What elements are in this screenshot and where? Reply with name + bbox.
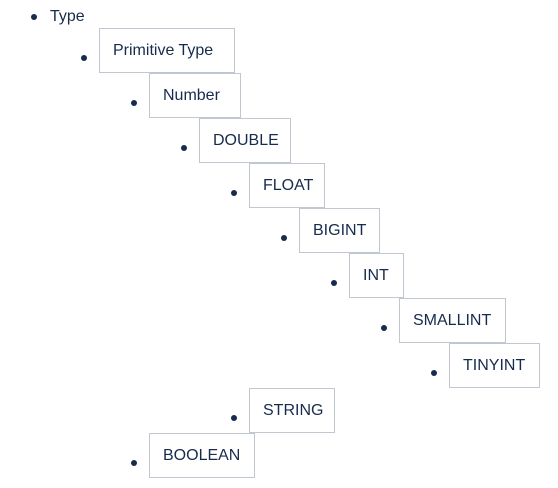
node-string: STRING (249, 388, 335, 433)
node-tinyint: TINYINT (449, 343, 540, 388)
bullet-boolean (131, 460, 137, 466)
bullet-float (231, 190, 237, 196)
bullet-smallint (381, 325, 387, 331)
bullet-bigint (281, 235, 287, 241)
bullet-int (331, 280, 337, 286)
bullet-tinyint (431, 370, 437, 376)
node-primitive-type: Primitive Type (99, 28, 235, 73)
bullet-double (181, 145, 187, 151)
node-number: Number (149, 73, 241, 118)
node-type: Type (50, 8, 85, 25)
node-boolean: BOOLEAN (149, 433, 255, 478)
bullet-number (131, 100, 137, 106)
node-smallint: SMALLINT (399, 298, 506, 343)
bullet-type (31, 14, 37, 20)
node-bigint: BIGINT (299, 208, 380, 253)
node-int: INT (349, 253, 404, 298)
node-float: FLOAT (249, 163, 325, 208)
bullet-primitive-type (81, 55, 87, 61)
bullet-string (231, 415, 237, 421)
node-double: DOUBLE (199, 118, 291, 163)
